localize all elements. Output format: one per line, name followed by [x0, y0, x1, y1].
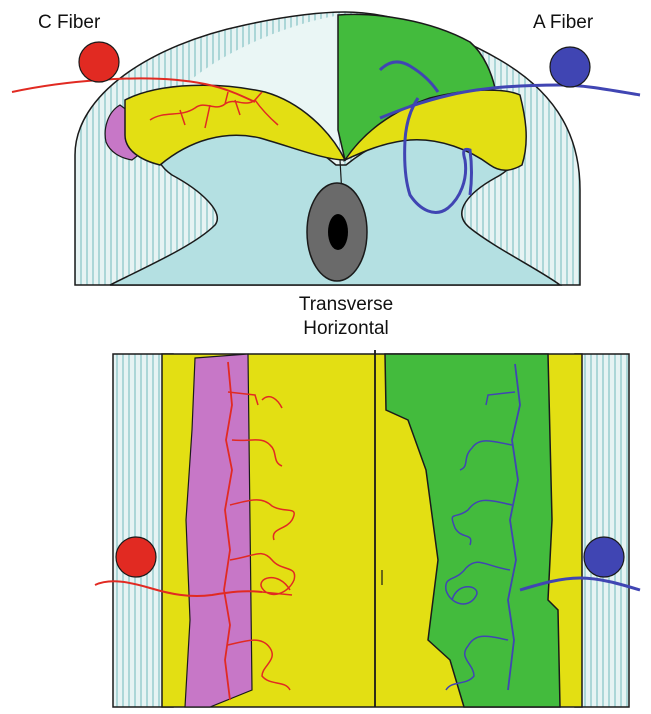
a-fiber-soma-transverse	[550, 47, 590, 87]
horizontal-section	[95, 350, 640, 707]
transverse-section	[12, 12, 640, 285]
central-canal-inner	[328, 214, 348, 250]
horizontal-label: Horizontal	[246, 318, 446, 340]
c-fiber-label: C Fiber	[38, 12, 100, 34]
lamina-i-violet-horizontal	[185, 354, 252, 707]
transverse-label: Transverse	[246, 294, 446, 316]
white-matter-right-horizontal	[575, 354, 629, 707]
a-fiber-label: A Fiber	[533, 12, 593, 34]
a-fiber-soma-horizontal	[584, 537, 624, 577]
c-fiber-soma-transverse	[79, 42, 119, 82]
c-fiber-soma-horizontal	[116, 537, 156, 577]
